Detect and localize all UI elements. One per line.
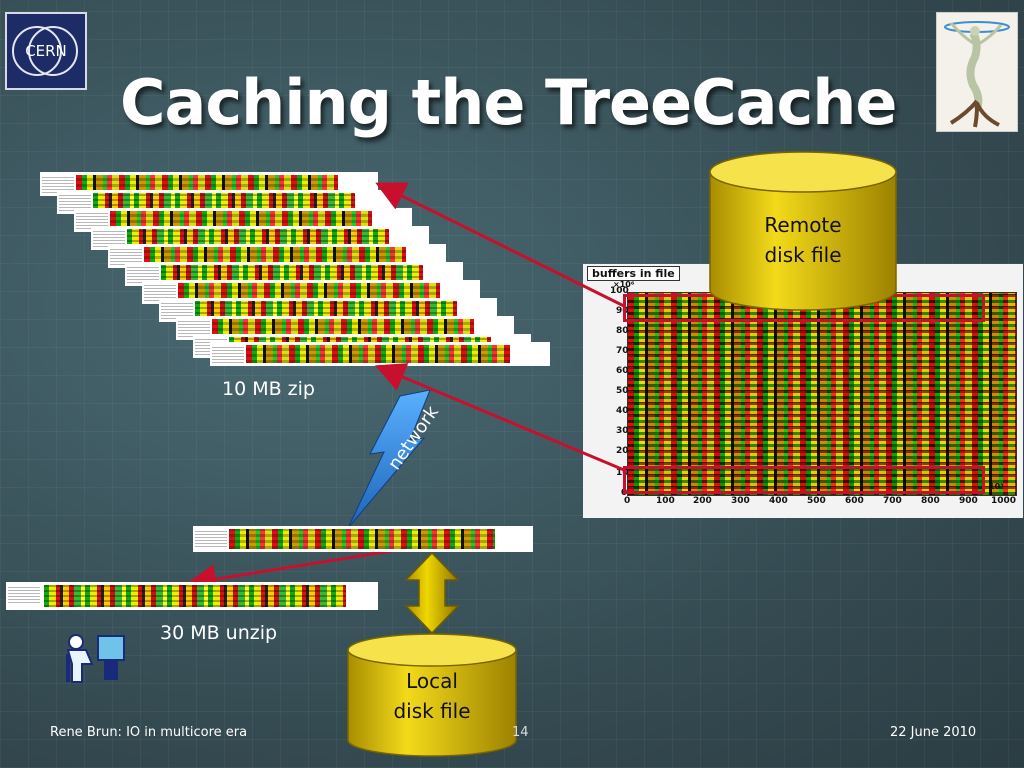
unzipped-strip	[6, 582, 378, 610]
footer-author: Rene Brun: IO in multicore era	[50, 725, 248, 740]
footer-page-number: 14	[512, 725, 529, 740]
x-tick: 500	[807, 496, 826, 506]
y-tick: 30	[616, 426, 629, 436]
x-tick: 200	[693, 496, 712, 506]
y-tick: 70	[616, 346, 629, 356]
histogram-plot-area	[627, 292, 1017, 496]
remote-to-cache-arrow-bottom	[374, 363, 625, 472]
footer-date: 22 June 2010	[890, 725, 977, 740]
remote-disk-cylinder: Remote disk file	[708, 150, 898, 312]
x-tick: 300	[731, 496, 750, 506]
y-tick: 90	[616, 306, 629, 316]
y-tick: 20	[616, 446, 629, 456]
y-tick: 60	[616, 366, 629, 376]
remote-disk-label-2: disk file	[764, 243, 842, 267]
cern-logo-text: CERN	[25, 42, 67, 60]
x-exponent: 10³	[989, 482, 1004, 491]
slide-title: Caching the TreeCache	[120, 66, 897, 139]
x-tick: 700	[883, 496, 902, 506]
x-tick: 0	[624, 496, 631, 506]
x-tick: 800	[921, 496, 940, 506]
zip-strip	[210, 342, 550, 366]
y-tick: 50	[616, 386, 629, 396]
x-tick: 900	[959, 496, 978, 506]
local-disk-label-2: disk file	[393, 699, 471, 723]
x-tick: 400	[769, 496, 788, 506]
x-tick: 600	[845, 496, 864, 506]
highlight-box-bottom	[623, 466, 985, 494]
remote-disk-label-1: Remote	[764, 213, 842, 237]
network-bolt-icon	[347, 389, 431, 529]
remote-to-cache-arrow-top	[375, 182, 625, 308]
user-at-computer-icon	[62, 630, 128, 686]
x-tick: 1000	[991, 496, 1017, 506]
unzip-size-label: 30 MB unzip	[160, 622, 278, 644]
zip-strip	[74, 208, 412, 232]
local-zip-strip	[193, 526, 533, 552]
local-disk-cylinder: Local disk file	[346, 632, 518, 758]
y-exponent: ×10⁶	[613, 280, 635, 289]
sculpture-figure-icon	[936, 12, 1018, 132]
histogram-title: buffers in file	[587, 266, 680, 281]
double-arrow-icon	[404, 551, 460, 635]
y-tick: 80	[616, 326, 629, 336]
cern-logo-icon: CERN	[5, 12, 87, 90]
x-tick: 100	[656, 496, 675, 506]
local-disk-label-1: Local	[406, 669, 458, 693]
y-tick: 40	[616, 406, 629, 416]
y-tick: 100	[610, 286, 629, 296]
unzip-arrow	[186, 546, 411, 594]
y-tick: 10	[616, 468, 629, 478]
zip-size-label: 10 MB zip	[222, 378, 315, 400]
